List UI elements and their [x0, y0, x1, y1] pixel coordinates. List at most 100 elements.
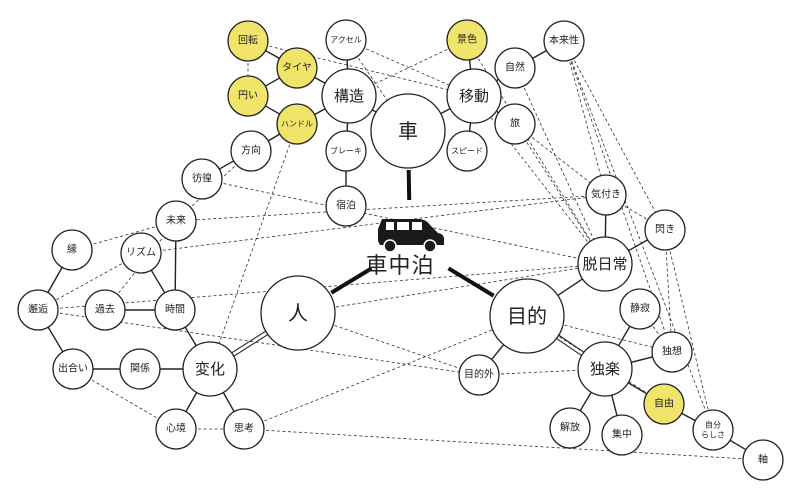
node-circle[interactable] [17, 289, 59, 331]
node-hirameki[interactable]: 閃き [644, 209, 686, 251]
node-dokuraku[interactable]: 独楽 [577, 341, 633, 397]
node-jikan[interactable]: 時間 [154, 289, 196, 331]
node-jiku[interactable]: 軸 [742, 439, 784, 481]
node-taiya[interactable]: タイヤ [276, 47, 318, 89]
node-shikou[interactable]: 思考 [223, 408, 265, 450]
node-circle[interactable] [577, 236, 633, 292]
dashed-link-shikou-mokuteki [243, 315, 528, 430]
node-circle[interactable] [643, 383, 685, 425]
node-kouzou[interactable]: 構造 [321, 68, 377, 124]
node-rizumu[interactable]: リズム [120, 232, 162, 274]
node-mokuteki[interactable]: 目的 [489, 278, 565, 354]
node-label: 気付き [591, 188, 621, 201]
node-tabi[interactable]: 旅 [494, 103, 536, 145]
node-circle[interactable] [181, 158, 223, 200]
node-circle[interactable] [446, 130, 488, 172]
node-deai[interactable]: 出合い [52, 348, 94, 390]
node-label: 心境 [166, 422, 186, 435]
node-handoru[interactable]: ハンドル [276, 103, 318, 145]
node-kaikou[interactable]: 邂逅 [17, 289, 59, 331]
node-circle[interactable] [155, 200, 197, 242]
node-kuruma[interactable]: 車 [370, 93, 446, 169]
node-circle[interactable] [260, 275, 336, 351]
node-circle[interactable] [325, 19, 367, 61]
node-circle[interactable] [227, 75, 269, 117]
node-circle[interactable] [227, 20, 269, 62]
node-circle[interactable] [543, 20, 585, 62]
node-circle[interactable] [276, 47, 318, 89]
node-circle[interactable] [446, 19, 488, 61]
node-circle[interactable] [489, 278, 565, 354]
dashed-link-shikou-jiku [243, 428, 764, 461]
node-kaiten[interactable]: 回転 [227, 20, 269, 62]
node-keshiki[interactable]: 景色 [446, 19, 488, 61]
node-en[interactable]: 縁 [51, 229, 93, 271]
node-circle[interactable] [84, 289, 126, 331]
solid-link-henka-shinkyou [185, 392, 198, 412]
solid-link-mokuteki-datsunichijou [557, 278, 583, 297]
node-circle[interactable] [276, 103, 318, 145]
node-circle[interactable] [585, 174, 627, 216]
node-akuseru[interactable]: アクセル [325, 19, 367, 61]
node-circle[interactable] [742, 439, 784, 481]
node-circle[interactable] [446, 68, 502, 124]
node-circle[interactable] [601, 414, 643, 456]
node-houkou2[interactable]: 彷徨 [181, 158, 223, 200]
node-circle[interactable] [230, 130, 272, 172]
node-mokutekigai[interactable]: 目的外 [458, 354, 500, 396]
node-hito[interactable]: 人 [260, 275, 336, 351]
solid-link-dokuraku-seijaku [617, 325, 631, 347]
node-circle[interactable] [51, 229, 93, 271]
node-label: 旅 [510, 117, 520, 130]
node-label: 方向 [241, 144, 261, 157]
node-honraisei[interactable]: 本来性 [543, 20, 585, 62]
node-idou[interactable]: 移動 [446, 68, 502, 124]
node-circle[interactable] [321, 68, 377, 124]
solid-link-handoru-marui [265, 105, 280, 115]
node-kako[interactable]: 過去 [84, 289, 126, 331]
dashed-link-kaiten-idou [247, 40, 475, 97]
node-circle[interactable] [549, 407, 591, 449]
node-circle[interactable] [155, 408, 197, 450]
node-circle[interactable] [223, 408, 265, 450]
node-henka[interactable]: 変化 [182, 341, 238, 397]
node-shinkyou[interactable]: 心境 [155, 408, 197, 450]
node-circle[interactable] [458, 354, 500, 396]
dashed-link-honraisei-hirameki [563, 40, 666, 231]
node-mirai[interactable]: 未来 [155, 200, 197, 242]
node-circle[interactable] [494, 47, 536, 89]
node-dokusou[interactable]: 独想 [651, 331, 693, 373]
node-circle[interactable] [120, 232, 162, 274]
node-circle[interactable] [182, 341, 238, 397]
node-kankei[interactable]: 関係 [119, 348, 161, 390]
node-marui[interactable]: 円い [227, 75, 269, 117]
node-label: 時間 [165, 304, 185, 316]
node-circle[interactable] [52, 348, 94, 390]
node-circle[interactable] [577, 341, 633, 397]
node-bureki[interactable]: ブレーキ [325, 130, 367, 172]
node-circle[interactable] [325, 130, 367, 172]
node-label: 車 [398, 119, 418, 143]
node-circle[interactable] [370, 93, 446, 169]
node-seijaku[interactable]: 静寂 [619, 288, 661, 330]
node-datsunichijou[interactable]: 脱日常 [577, 236, 633, 292]
node-circle[interactable] [494, 103, 536, 145]
node-kizuki[interactable]: 気付き [585, 174, 627, 216]
node-supido[interactable]: スピード [446, 130, 488, 172]
node-circle[interactable] [692, 409, 734, 451]
node-circle[interactable] [651, 331, 693, 373]
node-shukuhaku[interactable]: 宿泊 [325, 185, 367, 227]
node-jiyuu[interactable]: 自由 [643, 383, 685, 425]
node-circle[interactable] [154, 289, 196, 331]
node-circle[interactable] [644, 209, 686, 251]
node-circle[interactable] [325, 185, 367, 227]
node-label: 軸 [758, 453, 768, 466]
solid-link-houkou-houkou2 [219, 160, 234, 170]
node-circle[interactable] [119, 348, 161, 390]
node-houkou[interactable]: 方向 [230, 130, 272, 172]
node-circle[interactable] [619, 288, 661, 330]
node-shuuchuu[interactable]: 集中 [601, 414, 643, 456]
node-shizen[interactable]: 自然 [494, 47, 536, 89]
node-kaihou[interactable]: 解放 [549, 407, 591, 449]
